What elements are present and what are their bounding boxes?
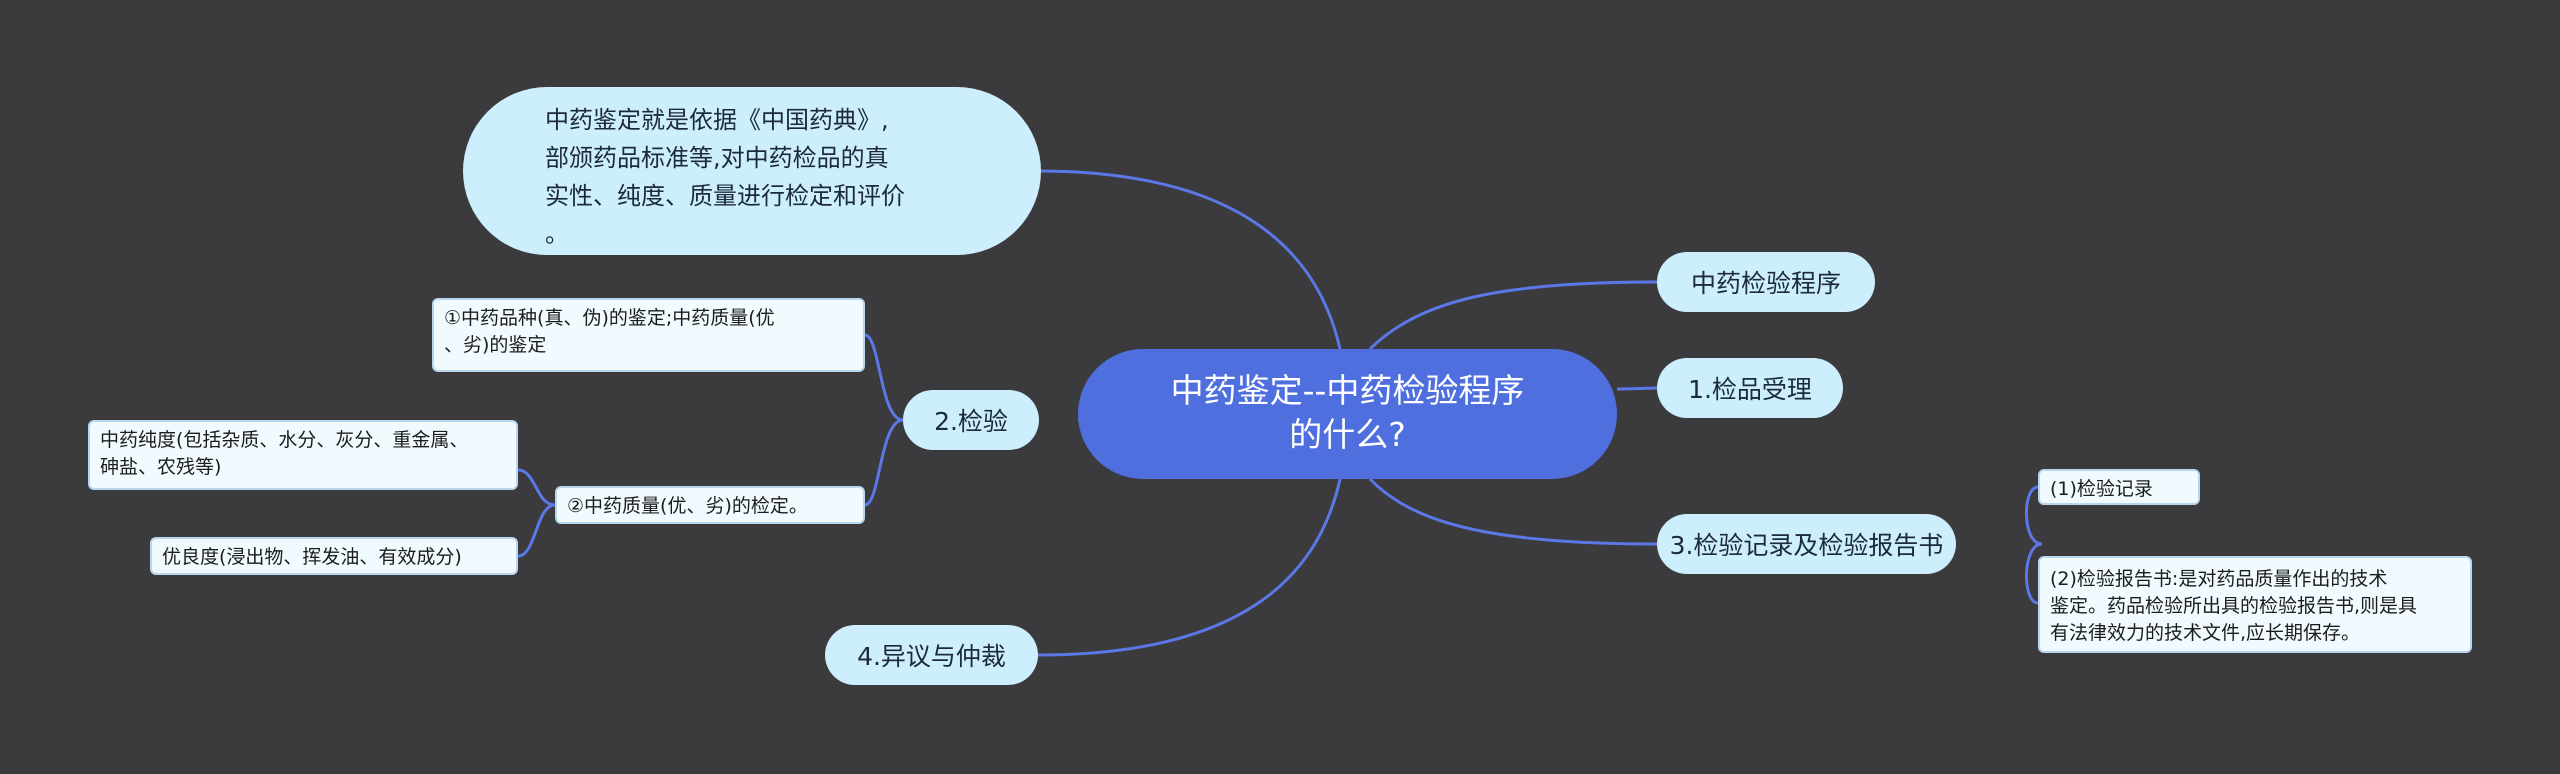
definition-line1: 中药鉴定就是依据《中国药典》,: [545, 106, 889, 134]
goodness-leaf[interactable]: 优良度(浸出物、挥发油、有效成分): [150, 537, 518, 575]
variety-line2: 、劣)的鉴定: [444, 334, 547, 356]
root-title-line2: 的什么?: [1289, 415, 1406, 454]
purity-leaf[interactable]: 中药纯度(包括杂质、水分、灰分、重金属、 砷盐、农残等): [88, 420, 518, 490]
report-leaf[interactable]: (2)检验报告书:是对药品质量作出的技术 鉴定。药品检验所出具的检验报告书,则是…: [2038, 556, 2472, 653]
acceptance-label: 1.检品受理: [1688, 375, 1812, 404]
edge-quality-goodness: [517, 503, 556, 558]
root-topic[interactable]: 中药鉴定--中药检验程序 的什么?: [1078, 349, 1617, 479]
edge-inspection-quality: [864, 418, 904, 507]
arbitration-node[interactable]: 4.异议与仲裁: [825, 625, 1038, 685]
edge-inspection-variety: [864, 333, 904, 422]
report-line3: 有法律效力的技术文件,应长期保存。: [2050, 622, 2361, 644]
variety-leaf[interactable]: ①中药品种(真、伪)的鉴定;中药质量(优 、劣)的鉴定: [432, 298, 865, 372]
edge-records-report: [2025, 542, 2043, 605]
records-label: 3.检验记录及检验报告书: [1669, 531, 1944, 560]
root-title-line1: 中药鉴定--中药检验程序: [1170, 371, 1525, 410]
inspection-label: 2.检验: [934, 407, 1008, 436]
records-node[interactable]: 3.检验记录及检验报告书: [1657, 514, 1956, 574]
procedure-label: 中药检验程序: [1690, 269, 1841, 298]
variety-line1: ①中药品种(真、伪)的鉴定;中药质量(优: [444, 307, 775, 329]
procedure-node[interactable]: 中药检验程序: [1657, 252, 1875, 312]
report-line2: 鉴定。药品检验所出具的检验报告书,则是具: [2050, 595, 2418, 617]
edge-root-records: [1368, 477, 1658, 546]
edge-records-record: [2025, 485, 2043, 546]
record-leaf[interactable]: (1)检验记录: [2038, 469, 2200, 505]
purity-line1: 中药纯度(包括杂质、水分、灰分、重金属、: [100, 429, 469, 451]
edge-root-definition: [1040, 169, 1342, 350]
definition-line3: 实性、纯度、质量进行检定和评价: [545, 182, 905, 210]
edge-quality-purity: [517, 468, 556, 507]
definition-line4: 。: [545, 220, 569, 248]
edge-root-acceptance: [1616, 386, 1658, 391]
arbitration-label: 4.异议与仲裁: [857, 642, 1006, 671]
inspection-node[interactable]: 2.检验: [903, 390, 1039, 450]
definition-node[interactable]: 中药鉴定就是依据《中国药典》, 部颁药品标准等,对中药检品的真 实性、纯度、质量…: [463, 87, 1041, 255]
edge-root-arbitration: [1037, 478, 1342, 657]
report-line1: (2)检验报告书:是对药品质量作出的技术: [2050, 568, 2388, 590]
quality-leaf[interactable]: ②中药质量(优、劣)的检定。: [555, 486, 865, 524]
quality-leaf-label: ②中药质量(优、劣)的检定。: [567, 495, 808, 517]
goodness-leaf-label: 优良度(浸出物、挥发油、有效成分): [162, 546, 462, 568]
edge-root-procedure: [1368, 280, 1658, 351]
acceptance-node[interactable]: 1.检品受理: [1657, 358, 1843, 418]
definition-line2: 部颁药品标准等,对中药检品的真: [545, 144, 889, 172]
purity-line2: 砷盐、农残等): [100, 456, 222, 478]
record-leaf-label: (1)检验记录: [2050, 478, 2153, 500]
